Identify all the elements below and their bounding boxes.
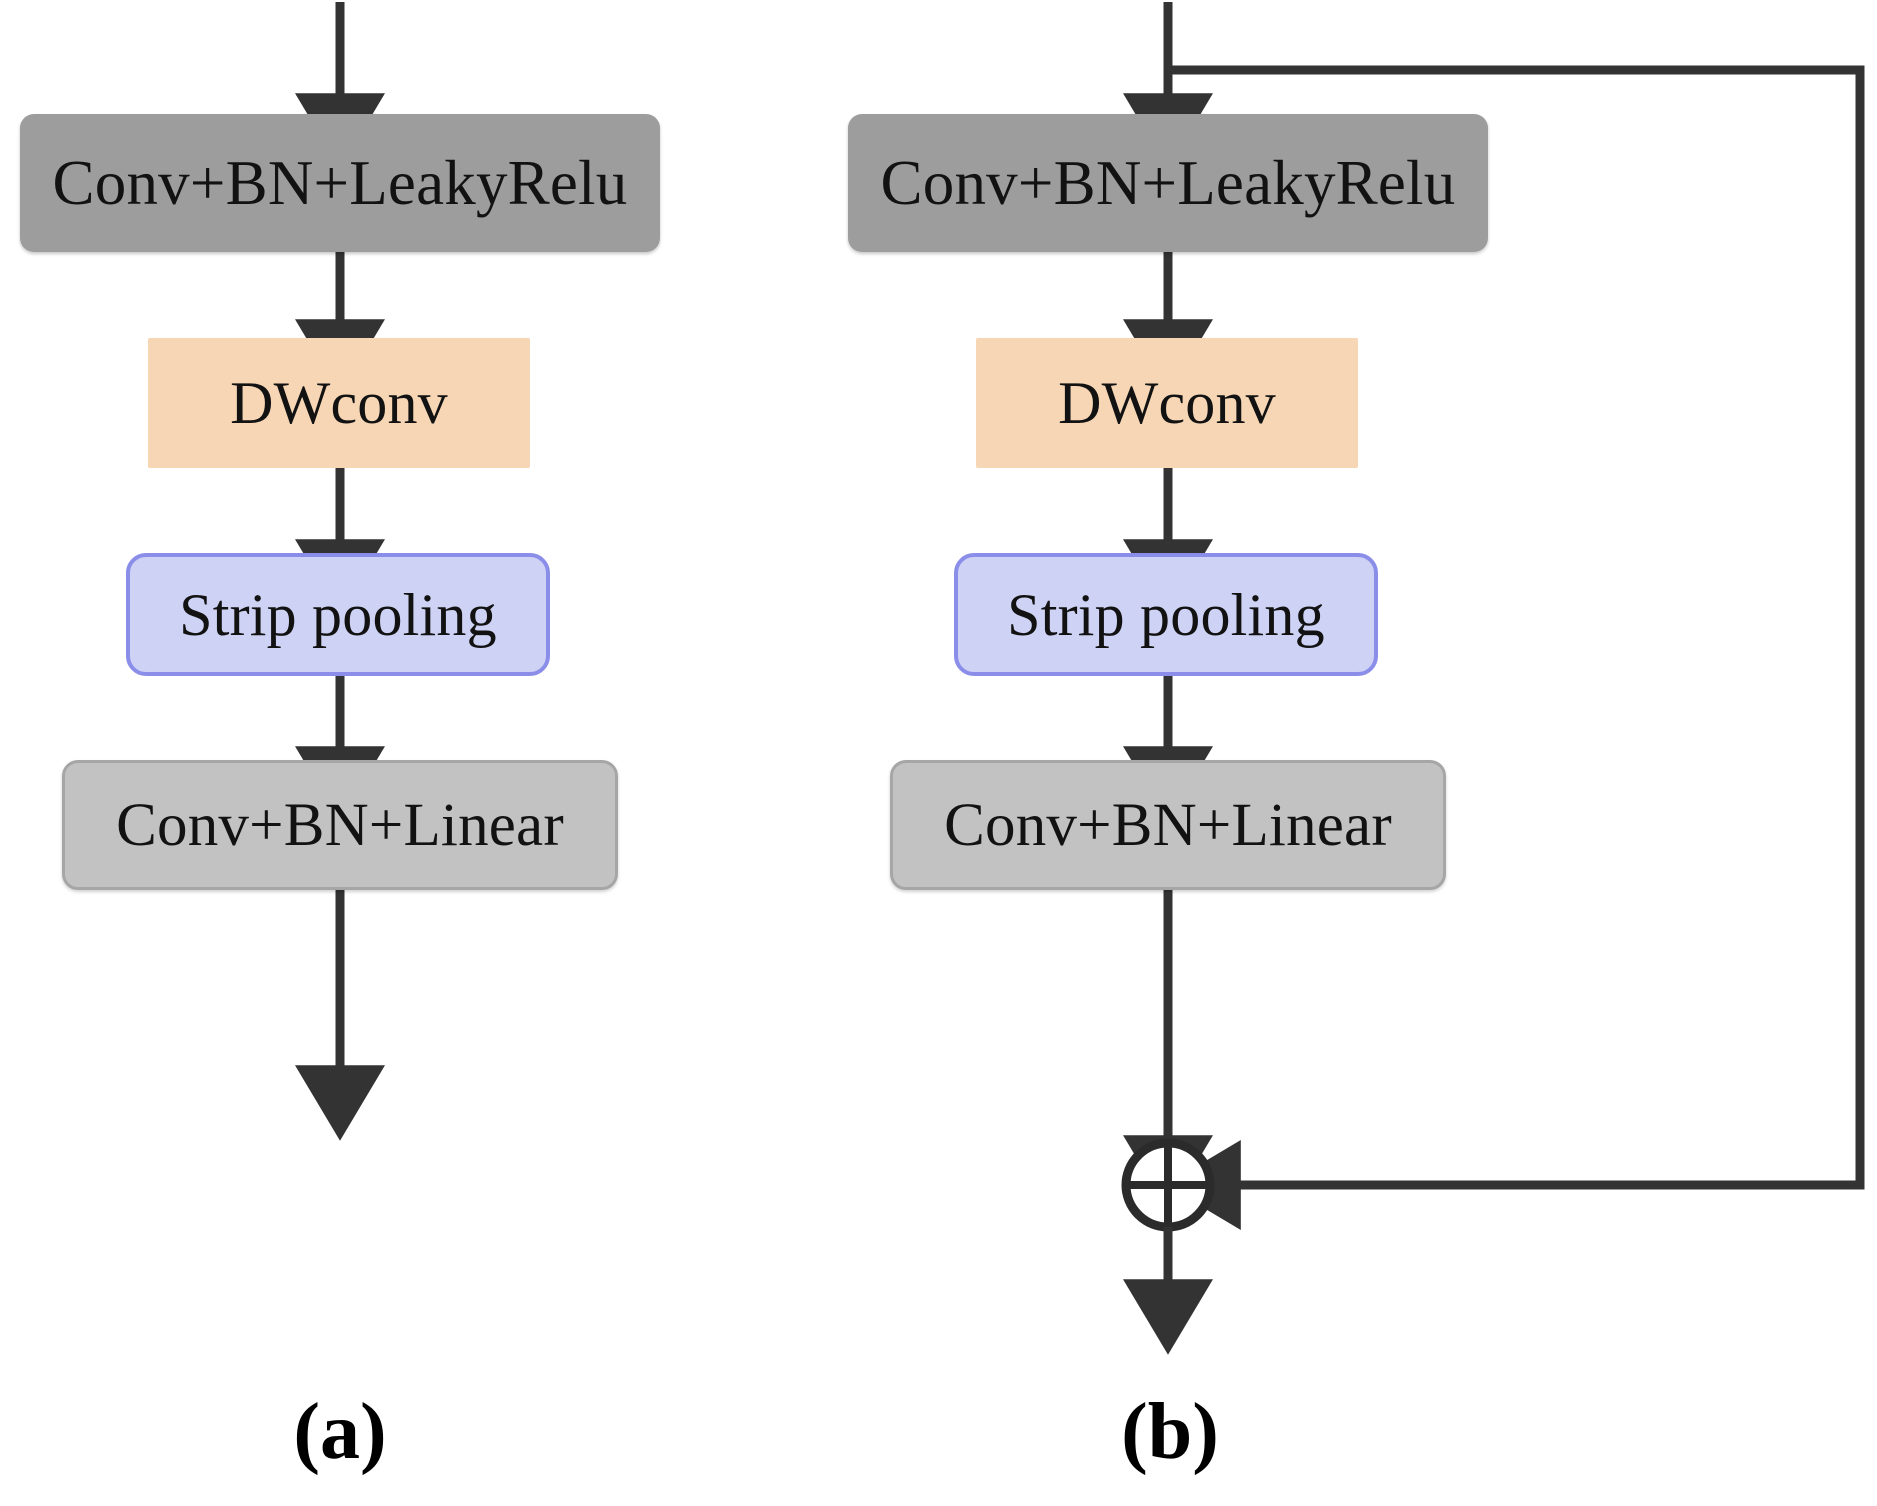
panel-b-connectors — [1121, 2, 1865, 1355]
node-a-conv-bn-leakyrelu[interactable]: Conv+BN+LeakyRelu — [20, 114, 660, 252]
node-a-strip-pooling[interactable]: Strip pooling — [126, 553, 550, 676]
node-b-conv-bn-leakyrelu-label: Conv+BN+LeakyRelu — [880, 147, 1456, 218]
panel-caption-a: (a) — [293, 1388, 387, 1476]
node-b-conv-bn-linear[interactable]: Conv+BN+Linear — [890, 760, 1446, 890]
node-b-dwconv-label: DWconv — [1058, 370, 1276, 436]
node-b-strip-pooling-label: Strip pooling — [1007, 581, 1325, 648]
node-b-conv-bn-leakyrelu[interactable]: Conv+BN+LeakyRelu — [848, 114, 1488, 252]
node-b-conv-bn-linear-label: Conv+BN+Linear — [944, 791, 1392, 859]
node-a-conv-bn-linear[interactable]: Conv+BN+Linear — [62, 760, 618, 890]
residual-skip-path — [1165, 65, 1865, 1230]
panel-caption-b: (b) — [1121, 1388, 1219, 1476]
node-a-conv-bn-linear-label: Conv+BN+Linear — [116, 791, 564, 859]
node-b-strip-pooling[interactable]: Strip pooling — [954, 553, 1378, 676]
node-b-dwconv[interactable]: DWconv — [976, 338, 1358, 468]
node-a-dwconv[interactable]: DWconv — [148, 338, 530, 468]
node-a-dwconv-label: DWconv — [230, 370, 448, 436]
node-a-strip-pooling-label: Strip pooling — [179, 581, 497, 648]
circled-plus-icon — [1121, 1138, 1215, 1232]
node-a-conv-bn-leakyrelu-label: Conv+BN+LeakyRelu — [52, 147, 628, 218]
